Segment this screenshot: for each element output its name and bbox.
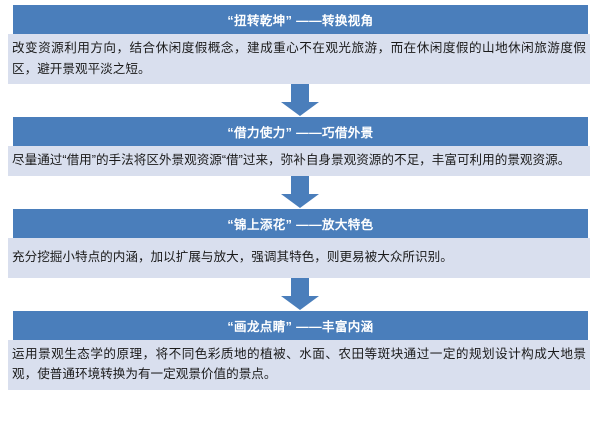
flow-step-2-header: “借力使力” ——巧借外景 [13,117,588,146]
flow-step-1: “扭转乾坤” ——转换视角 改变资源利用方向，结合休闲度假概念，建成重心不在观光… [0,5,600,84]
down-arrow-icon [281,84,319,116]
flow-step-4: “画龙点睛” ——丰富内涵 运用景观生态学的原理，将不同色彩质地的植被、水面、农… [0,310,600,390]
flow-step-3-body: 充分挖掘小特点的内涵，加以扩展与放大，强调其特色，则更易被大众所识别。 [8,237,590,278]
connector-1 [0,84,600,117]
flow-step-4-header: “画龙点睛” ——丰富内涵 [13,310,588,340]
connector-2 [0,175,600,209]
flow-step-2-body: 尽量通过“借用”的手法将区外景观资源“借”过来，弥补自身景观资源的不足，丰富可利… [8,146,590,176]
flow-step-2: “借力使力” ——巧借外景 尽量通过“借用”的手法将区外景观资源“借”过来，弥补… [0,117,600,176]
down-arrow-icon [281,277,319,310]
flow-step-1-header: “扭转乾坤” ——转换视角 [13,5,588,34]
flow-step-3-header: “锦上添花” ——放大特色 [13,208,588,238]
flow-step-1-body: 改变资源利用方向，结合休闲度假概念，建成重心不在观光旅游，而在休闲度假的山地休闲… [8,34,590,84]
flow-step-4-body: 运用景观生态学的原理，将不同色彩质地的植被、水面、农田等斑块通过一定的规划设计构… [8,339,590,390]
flow-step-3: “锦上添花” ——放大特色 充分挖掘小特点的内涵，加以扩展与放大，强调其特色，则… [0,208,600,278]
down-arrow-icon [281,175,319,208]
connector-3 [0,277,600,311]
